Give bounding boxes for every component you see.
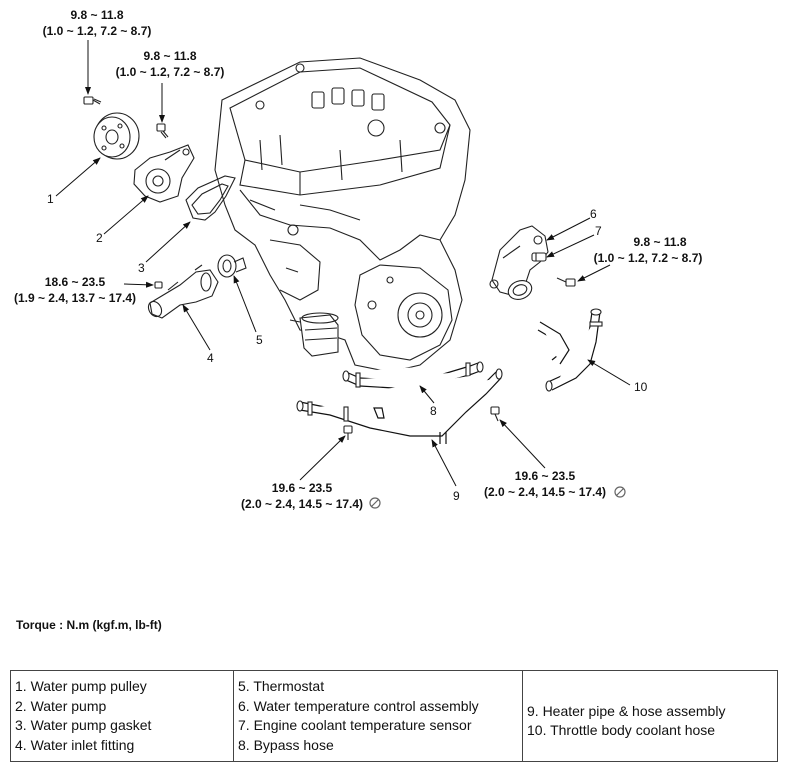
legend-item: 1. Water pump pulley [15, 678, 147, 694]
callout-10: 10 [634, 380, 648, 394]
prohibited-circle-icon [369, 497, 381, 509]
svg-text:9.8 ~ 11.8: 9.8 ~ 11.8 [143, 49, 196, 63]
legend-column-3: 9. Heater pipe & hose assembly 10. Throt… [522, 670, 778, 762]
water-pump [133, 144, 195, 203]
svg-text:(1.0 ~ 1.2, 7.2 ~ 8.7): (1.0 ~ 1.2, 7.2 ~ 8.7) [116, 65, 225, 79]
torque-spec-heater-right: 19.6 ~ 23.5 (2.0 ~ 2.4, 14.5 ~ 17.4) [484, 469, 606, 499]
svg-text:19.6 ~ 23.5: 19.6 ~ 23.5 [515, 469, 576, 483]
heater-pipe-hose-assembly [296, 368, 503, 444]
svg-text:(1.0 ~ 1.2, 7.2 ~ 8.7): (1.0 ~ 1.2, 7.2 ~ 8.7) [43, 24, 152, 38]
svg-text:19.6 ~ 23.5: 19.6 ~ 23.5 [272, 481, 333, 495]
svg-text:(1.0 ~ 1.2, 7.2 ~ 8.7): (1.0 ~ 1.2, 7.2 ~ 8.7) [594, 251, 703, 265]
legend-item: 3. Water pump gasket [15, 717, 152, 733]
parts-legend-table: 1. Water pump pulley 2. Water pump 3. Wa… [10, 670, 778, 762]
water-inlet-fitting [147, 264, 219, 319]
prohibited-circle-icon [614, 486, 626, 498]
bypass-hose [342, 361, 484, 390]
callout-2: 2 [96, 231, 103, 245]
callout-1: 1 [47, 192, 54, 206]
legend-item: 5. Thermostat [238, 678, 325, 694]
svg-text:(1.9 ~ 2.4, 13.7 ~ 17.4): (1.9 ~ 2.4, 13.7 ~ 17.4) [14, 291, 136, 305]
svg-text:(2.0 ~ 2.4, 14.5 ~ 17.4): (2.0 ~ 2.4, 14.5 ~ 17.4) [241, 497, 363, 511]
exploded-diagram: 9.8 ~ 11.8 (1.0 ~ 1.2, 7.2 ~ 8.7) 9.8 ~ … [14, 8, 703, 511]
legend-column-2: 5. Thermostat 6. Water temperature contr… [233, 670, 523, 762]
coolant-temperature-sensor [531, 252, 547, 262]
heater-bolt-right [490, 406, 500, 422]
legend-item: 8. Bypass hose [238, 736, 334, 753]
water-pump-gasket [185, 175, 236, 221]
water-pump-pulley [93, 112, 140, 160]
callout-3: 3 [138, 261, 145, 275]
legend-item: 7. Engine coolant temperature sensor [238, 717, 472, 733]
callout-6: 6 [590, 207, 597, 221]
callout-8: 8 [430, 404, 437, 418]
torque-spec-inlet: 18.6 ~ 23.5 (1.9 ~ 2.4, 13.7 ~ 17.4) [14, 275, 136, 305]
engine-block [214, 57, 471, 373]
wtca-bolt [556, 277, 576, 287]
svg-text:9.8 ~ 11.8: 9.8 ~ 11.8 [70, 8, 123, 22]
water-temperature-control-assembly [489, 225, 549, 300]
torque-spec-heater-left: 19.6 ~ 23.5 (2.0 ~ 2.4, 14.5 ~ 17.4) [241, 481, 363, 511]
callout-5: 5 [256, 333, 263, 347]
legend-item: 4. Water inlet fitting [15, 736, 135, 753]
svg-text:9.8 ~ 11.8: 9.8 ~ 11.8 [633, 235, 686, 249]
torque-unit-caption: Torque : N.m (kgf.m, lb-ft) [16, 618, 162, 632]
inlet-bolt [154, 281, 163, 289]
legend-item: 10. Throttle body coolant hose [527, 722, 716, 738]
svg-text:(2.0 ~ 2.4, 14.5 ~ 17.4): (2.0 ~ 2.4, 14.5 ~ 17.4) [484, 485, 606, 499]
legend-column-1: 1. Water pump pulley 2. Water pump 3. Wa… [10, 670, 234, 762]
callout-7: 7 [595, 224, 602, 238]
torque-spec-pump: 9.8 ~ 11.8 (1.0 ~ 1.2, 7.2 ~ 8.7) [116, 49, 225, 79]
heater-bolt-left [343, 425, 353, 440]
legend-item: 6. Water temperature control assembly [238, 697, 479, 714]
throttle-body-coolant-hose [537, 308, 603, 392]
torque-spec-wtca: 9.8 ~ 11.8 (1.0 ~ 1.2, 7.2 ~ 8.7) [594, 235, 703, 265]
thermostat [217, 254, 247, 278]
pump-bolt [156, 123, 169, 139]
callout-4: 4 [207, 351, 214, 365]
torque-spec-pulley: 9.8 ~ 11.8 (1.0 ~ 1.2, 7.2 ~ 8.7) [43, 8, 152, 38]
legend-item: 9. Heater pipe & hose assembly [527, 702, 726, 719]
callout-9: 9 [453, 489, 460, 503]
legend-item: 2. Water pump [15, 697, 107, 714]
pulley-bolt [83, 96, 102, 105]
svg-text:18.6 ~ 23.5: 18.6 ~ 23.5 [45, 275, 106, 289]
